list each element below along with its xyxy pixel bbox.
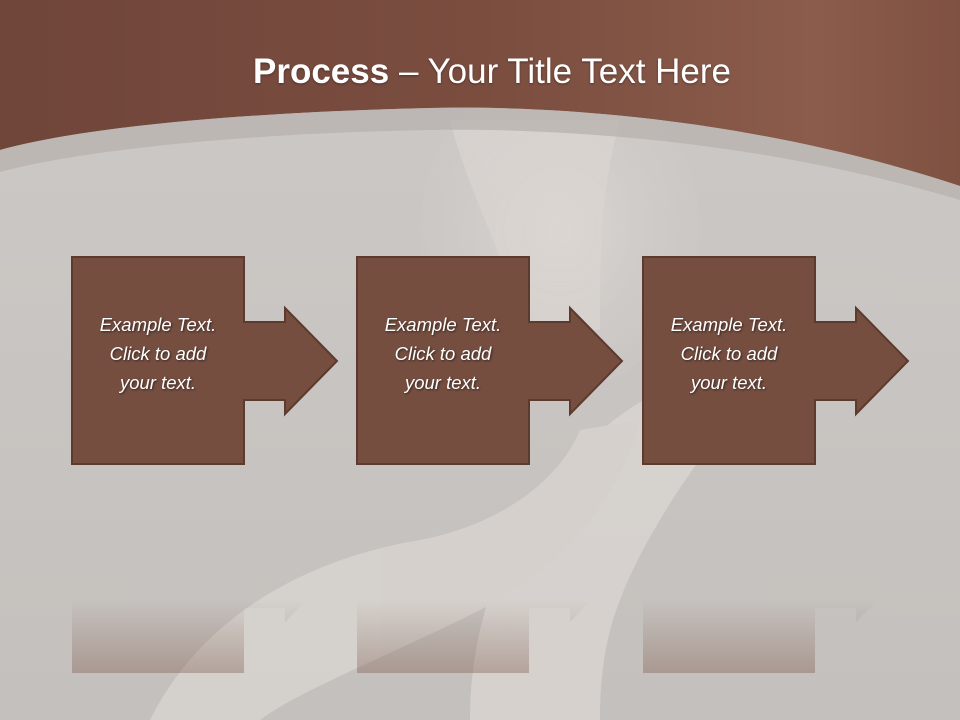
slide-title[interactable]: Process – Your Title Text Here	[0, 52, 960, 92]
header-accent	[0, 107, 960, 200]
process-step-3[interactable]: Example Text. Click to add your text.	[642, 256, 912, 673]
step-text: Example Text. Click to add your text.	[384, 314, 502, 393]
step-box	[356, 256, 624, 465]
step-shape	[642, 256, 910, 673]
title-rest: – Your Title Text Here	[389, 52, 731, 91]
process-step-1[interactable]: Example Text. Click to add your text.	[71, 256, 341, 673]
step-reflection	[357, 466, 622, 673]
step-text: Example Text. Click to add your text.	[99, 314, 217, 393]
step-text: Example Text. Click to add your text.	[670, 314, 788, 393]
step-reflection	[643, 466, 908, 673]
step-shape	[71, 256, 339, 673]
process-step-2[interactable]: Example Text. Click to add your text.	[356, 256, 626, 673]
step-box	[71, 256, 339, 465]
header-band	[0, 0, 960, 186]
title-bold: Process	[253, 52, 390, 91]
step-reflection	[72, 466, 337, 673]
step-shape	[356, 256, 624, 673]
step-box	[642, 256, 910, 465]
